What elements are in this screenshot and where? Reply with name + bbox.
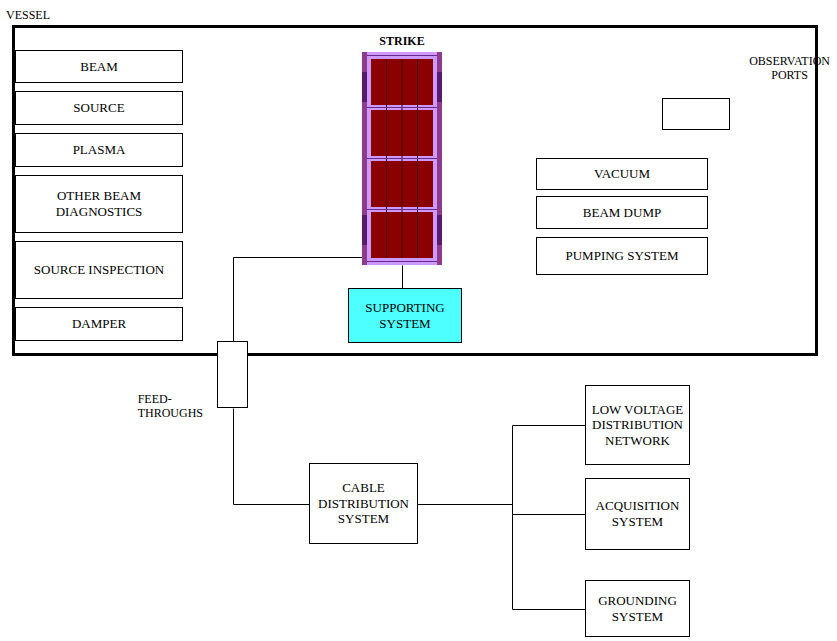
supporting-box: SUPPORTING SYSTEM	[348, 288, 462, 343]
node-label: PLASMA	[73, 142, 126, 158]
node-label: OBSERVATION PORTS	[749, 54, 830, 83]
component-box: LOW VOLTAGE DISTRIBUTION NETWORK	[585, 385, 690, 465]
component-box: BEAM	[15, 50, 183, 83]
node-label: CABLE DISTRIBUTION SYSTEM	[314, 480, 413, 527]
component-box: VACUUM	[536, 158, 708, 190]
component-box: CABLE DISTRIBUTION SYSTEM	[309, 463, 418, 544]
strike-target: STRIKE	[360, 30, 444, 265]
feedthrough-box: FEED- THROUGHS	[217, 341, 248, 408]
node-label: BEAM	[80, 59, 118, 75]
vessel-boundary: VESSELBEAMSOURCEPLASMAOTHER BEAM DIAGNOS…	[12, 25, 818, 356]
connector-line	[234, 258, 363, 342]
node-label: OTHER BEAM DIAGNOSTICS	[20, 188, 178, 219]
strike-illustration	[362, 52, 442, 265]
connector-line	[234, 409, 310, 505]
connector-line	[402, 266, 403, 289]
node-label: DAMPER	[72, 316, 126, 332]
component-box: DAMPER	[15, 307, 183, 341]
component-box: PLASMA	[15, 133, 183, 167]
component-box: OTHER BEAM DIAGNOSTICS	[15, 175, 183, 233]
node-label: ACQUISITION SYSTEM	[590, 498, 685, 529]
node-label: SOURCE INSPECTION	[34, 262, 164, 278]
component-box: PUMPING SYSTEM	[536, 237, 708, 275]
node-label: PUMPING SYSTEM	[565, 248, 678, 264]
component-box: BEAM DUMP	[536, 196, 708, 229]
component-box: SOURCE	[15, 91, 183, 125]
node-label: BEAM DUMP	[583, 205, 661, 221]
connector-line	[419, 505, 586, 515]
node-label: SOURCE	[73, 100, 124, 116]
node-label: SUPPORTING SYSTEM	[353, 300, 457, 331]
component-box: ACQUISITION SYSTEM	[585, 478, 690, 550]
component-box: SOURCE INSPECTION	[15, 241, 183, 299]
node-label: VACUUM	[594, 166, 650, 182]
node-label: LOW VOLTAGE DISTRIBUTION NETWORK	[590, 402, 685, 449]
observation-port: OBSERVATION PORTS	[662, 98, 730, 130]
node-label: FEED- THROUGHS	[138, 392, 203, 421]
node-label: STRIKE	[360, 34, 444, 48]
component-box: GROUNDING SYSTEM	[585, 580, 690, 637]
node-label: GROUNDING SYSTEM	[590, 593, 685, 624]
connector-line	[419, 426, 586, 505]
connector-line	[419, 505, 586, 610]
node-label: VESSEL	[6, 8, 50, 22]
